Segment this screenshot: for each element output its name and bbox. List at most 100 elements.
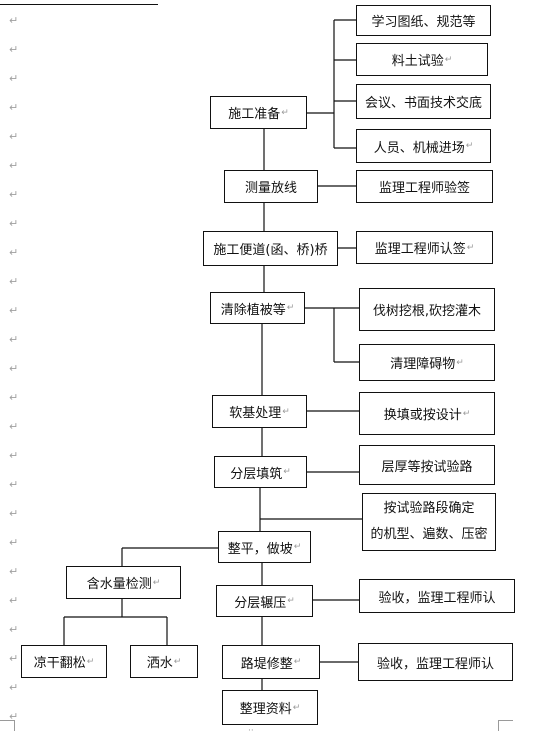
box-dry-loosen: 凉干翻松↵ xyxy=(21,645,107,678)
header-frame xyxy=(0,0,158,5)
box-label: 洒水 xyxy=(146,656,173,671)
box-replace-fill: 换填或按设计↵ xyxy=(359,392,495,435)
box-soft-foundation: 软基处理↵ xyxy=(212,395,307,428)
paragraph-mark-icon: ↵ xyxy=(466,242,475,253)
box-label: 凉干翻松 xyxy=(33,656,86,671)
box-test-section: 按试验路段确定 的机型、遍数、压密 xyxy=(362,493,496,551)
paragraph-mark-icon: ↵ xyxy=(173,656,182,667)
box-label: 验收，监理工程师认 xyxy=(378,590,496,606)
box-organize-docs: 整理资料↵ xyxy=(222,690,318,725)
paragraph-mark-icon: ↵ xyxy=(9,623,19,636)
paragraph-mark-icon: ↵ xyxy=(9,43,19,56)
box-label-line1: 按试验路段确定 xyxy=(383,501,475,516)
box-accept-supervisor-2: 验收，监理工程师认 xyxy=(358,643,513,681)
paragraph-mark-icon: ↵ xyxy=(9,101,19,114)
box-personnel-machinery: 人员、机械进场↵ xyxy=(356,129,491,163)
box-survey-layout: 测量放线 xyxy=(224,170,318,203)
box-label: 清理障碍物 xyxy=(390,357,456,372)
box-label: 监理工程师验签 xyxy=(378,181,470,196)
box-label: 测量放线 xyxy=(244,181,297,196)
paragraph-mark-icon: ↵ xyxy=(9,188,19,201)
box-label: 验收，监理工程师认 xyxy=(376,656,494,672)
box-construction-prep: 施工准备↵ xyxy=(210,96,307,129)
paragraph-mark-icon: ↵ xyxy=(9,507,19,520)
box-label: 施工便道(函、桥)桥 xyxy=(213,243,328,258)
box-accept-supervisor-1: 验收，监理工程师认 xyxy=(359,579,515,613)
paragraph-mark-icon: ↵ xyxy=(9,652,19,665)
paragraph-mark-icon: ↵ xyxy=(9,333,19,346)
box-label: 学习图纸、规范等 xyxy=(371,15,476,30)
paragraph-mark-icon: ↵ xyxy=(9,304,19,317)
box-clear-obstacles: 清理障碍物↵ xyxy=(359,344,495,381)
box-label: 含水量检测 xyxy=(86,577,152,592)
paragraph-mark-icon: ↵ xyxy=(9,217,19,230)
paragraph-mark-icon: ↵ xyxy=(286,303,295,313)
paragraph-mark-icon: ↵ xyxy=(293,542,302,552)
box-label: 路堤修整 xyxy=(240,656,293,672)
paragraph-mark-icon: ↵ xyxy=(462,408,471,419)
box-label: 伐树挖根,砍挖灌木 xyxy=(372,304,482,319)
paragraph-mark-icon: ↵ xyxy=(9,478,19,491)
box-label: 整平，做坡 xyxy=(227,541,293,557)
paragraph-mark-icon: ↵ xyxy=(9,130,19,143)
box-label: 分层辗压 xyxy=(234,595,287,611)
box-label: 料土试验 xyxy=(391,54,444,69)
paragraph-mark-icon: ↵ xyxy=(444,54,453,65)
paragraph-mark-icon: ↵ xyxy=(9,536,19,549)
paragraph-mark-icon: ↵ xyxy=(456,357,464,368)
paragraph-mark-icon: ↵ xyxy=(9,246,19,259)
paragraph-mark-icon: ↵ xyxy=(9,14,19,27)
paragraph-mark-icon: ↵ xyxy=(282,406,290,417)
box-layered-fill: 分层填筑↵ xyxy=(214,456,307,488)
box-label-line2: 的机型、遍数、压密 xyxy=(370,527,488,542)
box-fell-trees: 伐树挖根,砍挖灌木 xyxy=(359,288,495,331)
paragraph-mark-icon: ↵ xyxy=(9,362,19,375)
paragraph-mark-icon: ↵ xyxy=(293,657,302,667)
box-label: 分层填筑 xyxy=(230,466,283,482)
box-label: 层厚等按试验路 xyxy=(381,459,473,475)
paragraph-mark-icon: ↵ xyxy=(9,710,19,723)
box-level-slope: 整平，做坡↵ xyxy=(218,531,311,563)
box-label: 会议、书面技术交底 xyxy=(364,96,482,111)
paragraph-mark-icon: ↵ xyxy=(292,702,301,713)
paragraph-mark-icon: ↵ xyxy=(152,577,161,588)
paragraph-mark-icon: ↵ xyxy=(9,594,19,607)
paragraph-mark-icon: ↵ xyxy=(287,596,295,606)
paragraph-mark-icon: ↵ xyxy=(9,275,19,288)
box-label: 施工准备 xyxy=(228,107,281,122)
paragraph-mark-icon: ↵ xyxy=(465,141,474,151)
paragraph-mark-icon: ↵ xyxy=(9,681,19,694)
box-layered-compaction: 分层辗压↵ xyxy=(216,585,313,617)
box-study-drawings: 学习图纸、规范等 xyxy=(356,5,491,36)
box-material-test: 料土试验↵ xyxy=(356,43,488,76)
box-label: 换填或按设计 xyxy=(383,408,462,423)
paragraph-mark-icon: ↵ xyxy=(9,420,19,433)
page-corner-bottom-right xyxy=(498,720,513,731)
paragraph-mark-icon: ↵ xyxy=(9,449,19,462)
paragraph-mark-icon: ↵ xyxy=(9,72,19,85)
paragraph-mark-icon: ↵ xyxy=(9,391,19,404)
page-marker: ·· xyxy=(248,726,254,731)
page-corner-bottom-left xyxy=(0,720,15,731)
box-supervisor-approve: 监理工程师认签↵ xyxy=(356,231,493,264)
box-label: 清除植被等 xyxy=(220,302,286,318)
paragraph-mark-icon: ↵ xyxy=(281,107,289,118)
box-layer-thickness: 层厚等按试验路 xyxy=(359,445,495,485)
paragraph-mark-icon: ↵ xyxy=(283,467,291,477)
box-embankment-trim: 路堤修整↵ xyxy=(222,645,320,679)
box-moisture-test: 含水量检测↵ xyxy=(66,566,181,599)
box-supervisor-check: 监理工程师验签 xyxy=(356,170,493,203)
box-label: 监理工程师认签 xyxy=(374,242,466,257)
box-tech-briefing: 会议、书面技术交底 xyxy=(356,84,491,119)
paragraph-mark-icon: ↵ xyxy=(9,159,19,172)
box-label: 人员、机械进场 xyxy=(373,140,465,156)
box-label: 整理资料 xyxy=(239,702,292,717)
box-label: 软基处理 xyxy=(229,406,282,421)
box-temp-road-bridge: 施工便道(函、桥)桥 xyxy=(203,231,338,266)
box-clear-vegetation: 清除植被等↵ xyxy=(210,292,305,324)
box-sprinkle: 洒水↵ xyxy=(130,645,198,678)
paragraph-mark-icon: ↵ xyxy=(86,656,95,667)
paragraph-mark-icon: ↵ xyxy=(9,565,19,578)
